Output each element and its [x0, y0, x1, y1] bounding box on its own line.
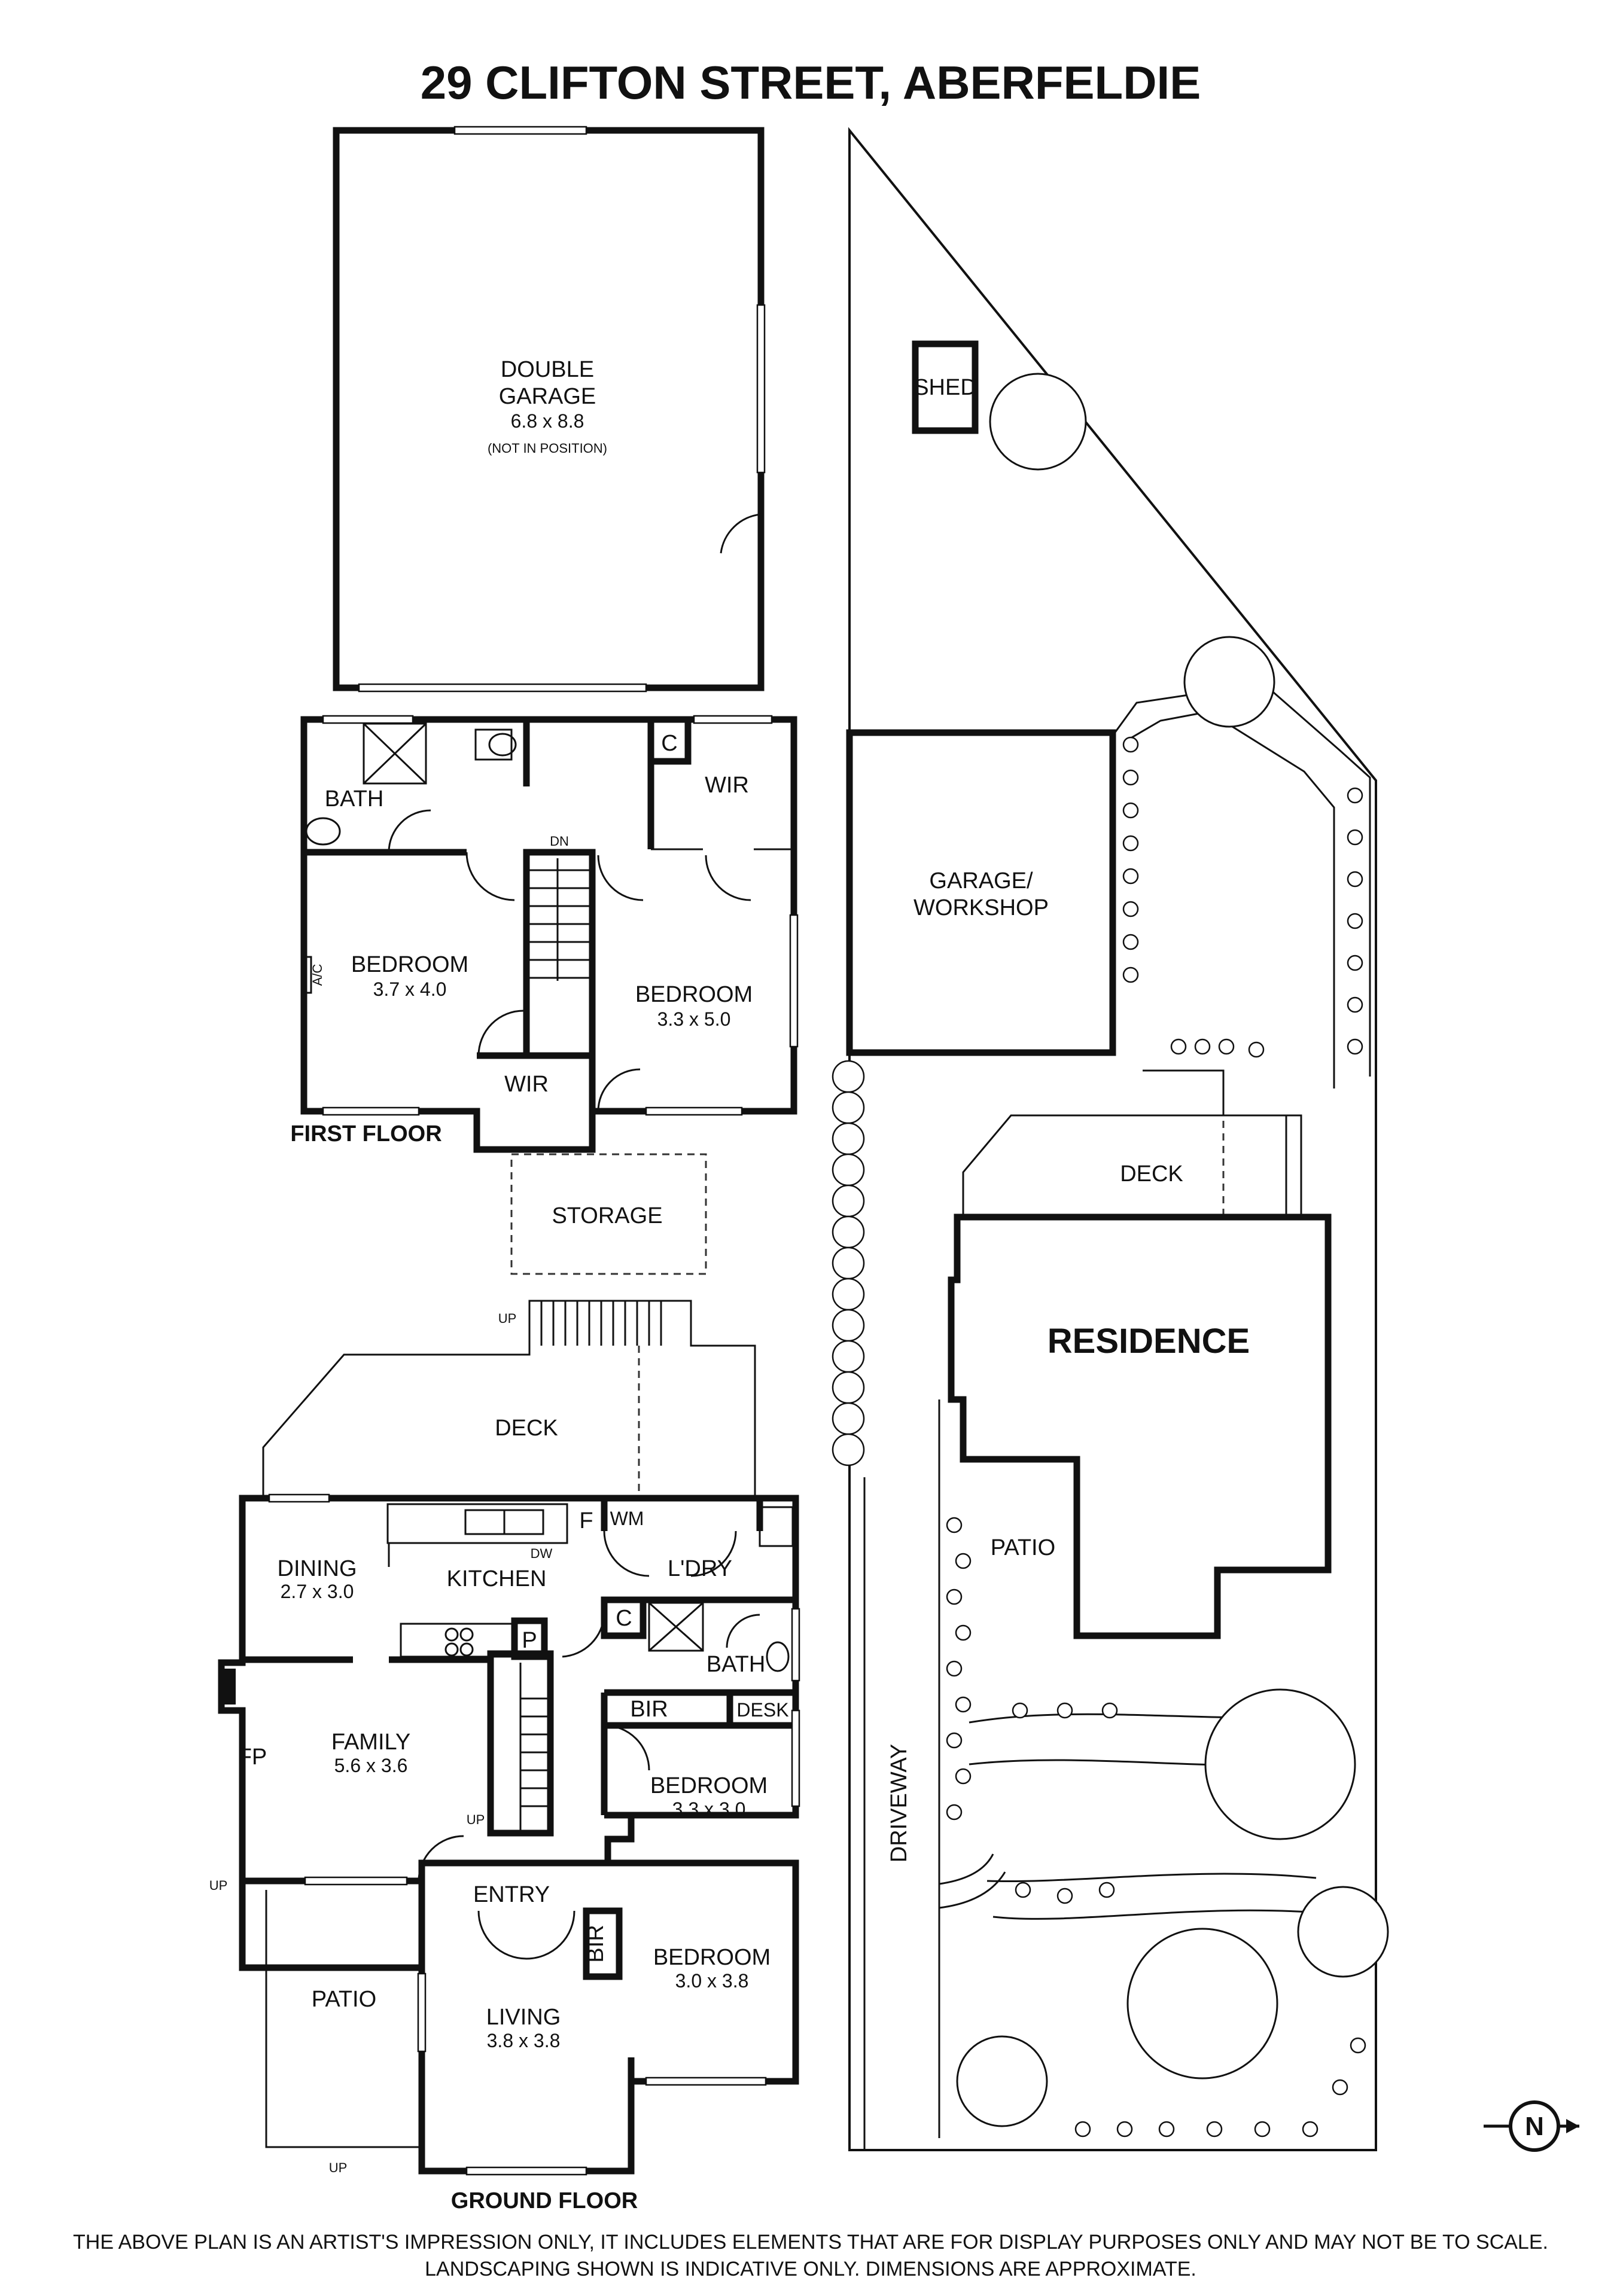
living-dims: 3.8 x 3.8: [487, 2030, 561, 2051]
gf-up-top-label: UP: [498, 1311, 517, 1326]
shrub-cluster: [946, 736, 1366, 2138]
garage-label-1: DOUBLE: [501, 357, 594, 382]
first-floor-label: FIRST FLOOR: [290, 1121, 441, 1147]
living-name: LIVING: [486, 2005, 561, 2030]
gf-c-label: C: [616, 1606, 632, 1631]
ground-stair-treads: [519, 1663, 550, 1830]
workshop-label-1: GARAGE/: [929, 868, 1033, 894]
fireplace-label: FP: [238, 1745, 267, 1770]
hedge-row: [832, 1060, 865, 1466]
desk-label: DESK: [736, 1699, 788, 1721]
ff-bedroom2-name: BEDROOM: [635, 982, 753, 1007]
garage-note: (NOT IN POSITION): [488, 441, 607, 456]
north-label: N: [1525, 2112, 1544, 2141]
fridge-label: F: [579, 1508, 593, 1533]
ff-bedroom1-name: BEDROOM: [351, 952, 468, 977]
tree-5: [1126, 1928, 1278, 2079]
ff-ac-label: A/C: [310, 964, 325, 986]
kitchen-label: KITCHEN: [447, 1566, 547, 1591]
gf-patio-label: PATIO: [312, 1987, 376, 2012]
ff-bedroom1-dims: 3.7 x 4.0: [373, 978, 447, 1000]
gf-bedroom2-name: BEDROOM: [653, 1945, 771, 1970]
storage-label: STORAGE: [552, 1203, 662, 1228]
ff-wir-label-1: WIR: [705, 773, 749, 798]
gf-bedroom1-dims: 3.3 x 3.0: [672, 1798, 746, 1820]
dishwasher-label: DW: [531, 1546, 553, 1561]
gf-up-stair-label: UP: [467, 1812, 485, 1827]
ff-dn-label: DN: [550, 834, 569, 849]
ff-wir-label-2: WIR: [504, 1072, 549, 1097]
tree-4: [1297, 1886, 1389, 1978]
deck-stairs: [529, 1300, 691, 1346]
family-name: FAMILY: [331, 1730, 410, 1755]
first-floor-plan: BATH C WIR DN A/C BEDROOM 3.7 x 4.0 BEDR…: [290, 715, 799, 1153]
garage-dims: 6.8 x 8.8: [511, 410, 584, 432]
disclaimer-line-1: THE ABOVE PLAN IS AN ARTIST'S IMPRESSION…: [73, 2231, 1548, 2254]
site-patio-label: PATIO: [991, 1535, 1055, 1560]
tree-3: [1204, 1688, 1356, 1840]
gf-bedroom2-dims: 3.0 x 3.8: [675, 1970, 749, 1992]
disclaimer-line-2: LANDSCAPING SHOWN IS INDICATIVE ONLY. DI…: [425, 2258, 1196, 2280]
gf-bir1-label: BIR: [630, 1697, 668, 1722]
gf-deck-label: DECK: [495, 1416, 558, 1441]
ff-c-label: C: [661, 731, 677, 756]
stair-treads: [526, 858, 592, 981]
gf-up-left-label: UP: [209, 1878, 228, 1893]
plan-title: 29 CLIFTON STREET, ABERFELDIE: [421, 56, 1201, 109]
entry-label: ENTRY: [473, 1882, 550, 1907]
ground-floor-plan: DECK UP DINING 2.7 x 3.0 KITCHEN F DW WM…: [209, 1300, 800, 2213]
site-plan: SHED GARAGE/ WORKSHOP DECK RESIDENCE PAT…: [832, 127, 1579, 2152]
wm-label: WM: [610, 1508, 644, 1529]
workshop-label-2: WORKSHOP: [913, 895, 1049, 920]
ground-floor-label: GROUND FLOOR: [451, 2188, 638, 2213]
laundry-label: L'DRY: [668, 1556, 732, 1581]
dining-name: DINING: [278, 1556, 357, 1581]
pantry-label: P: [522, 1628, 537, 1653]
shed-label: SHED: [913, 375, 977, 400]
gf-up-bottom-label: UP: [329, 2160, 348, 2175]
tree-1: [989, 373, 1087, 471]
gf-bedroom1-name: BEDROOM: [650, 1773, 768, 1798]
garage-label-2: GARAGE: [499, 384, 596, 409]
north-arrow: N: [1484, 2100, 1579, 2152]
storage-area: STORAGE: [510, 1153, 707, 1275]
residence-label: RESIDENCE: [1048, 1322, 1250, 1361]
ff-bedroom2-dims: 3.3 x 5.0: [657, 1008, 731, 1030]
driveway-label: DRIVEWAY: [887, 1744, 912, 1862]
site-deck-label: DECK: [1120, 1161, 1183, 1187]
dining-dims: 2.7 x 3.0: [281, 1581, 354, 1602]
family-dims: 5.6 x 3.6: [334, 1755, 408, 1776]
double-garage: DOUBLE GARAGE 6.8 x 8.8 (NOT IN POSITION…: [333, 126, 766, 693]
ff-bath-label: BATH: [325, 786, 384, 812]
tree-6: [956, 2035, 1048, 2127]
gf-bath-label: BATH: [707, 1652, 766, 1677]
tree-2: [1183, 636, 1275, 728]
gf-bir2-label: BIR: [583, 1925, 608, 1962]
